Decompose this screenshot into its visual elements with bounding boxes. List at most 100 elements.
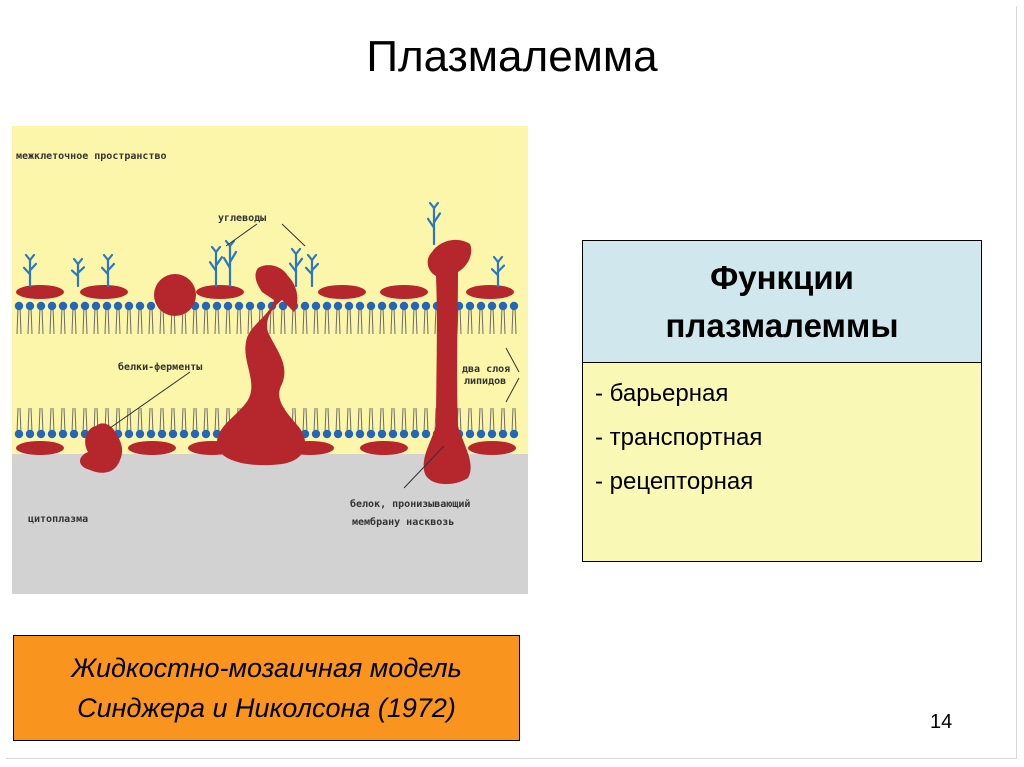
lipid-head [421, 429, 431, 439]
carbohydrate-branch [214, 245, 222, 254]
carbohydrate-branch [228, 250, 238, 264]
carbohydrate-branch [432, 212, 442, 224]
lipid-tail [225, 306, 228, 335]
carbohydrate-branch [490, 268, 500, 277]
lipid-tail [415, 306, 418, 335]
lipid-tail [302, 306, 305, 335]
enzyme-protein [80, 423, 123, 473]
lipid-tail [137, 407, 140, 434]
lipid-tail [294, 306, 297, 335]
lipid-head [157, 429, 167, 439]
lipid-tail [305, 306, 308, 335]
lipid-tail [82, 306, 85, 335]
label-lipid-layers-2: липидов [464, 376, 506, 387]
lipid-tail [115, 407, 118, 434]
lipid-head [234, 301, 244, 311]
lipid-head [388, 301, 398, 311]
lipid-head [25, 301, 35, 311]
lipid-tail [327, 407, 330, 434]
lipid-tail [137, 306, 140, 335]
carbohydrate-branch [28, 262, 38, 272]
lipid-head [355, 301, 365, 311]
lipid-tail [511, 407, 514, 434]
lipid-tail [503, 407, 506, 434]
lipid-tail [126, 306, 129, 335]
lipid-tail [357, 306, 360, 335]
lipid-tail [184, 407, 187, 434]
lipid-tail [60, 407, 63, 434]
carbohydrate-branch [426, 217, 436, 229]
lipid-tail [126, 407, 129, 434]
lipid-head [410, 301, 420, 311]
lipid-head [36, 429, 46, 439]
lipid-head [509, 429, 519, 439]
lipid-tail [151, 306, 154, 335]
lipid-tail [74, 306, 77, 335]
lipid-tail [115, 306, 118, 335]
lipid-head [322, 301, 332, 311]
lipid-tail [360, 306, 363, 335]
lipid-head [388, 429, 398, 439]
label-transmembrane-protein-2: мембрану насквозь [352, 516, 454, 528]
lipid-tail [514, 407, 517, 434]
lipid-tail [349, 407, 352, 434]
lipid-tail [423, 306, 426, 335]
carbohydrate-chain [22, 253, 38, 288]
lipid-head [135, 429, 145, 439]
lipid-tail [470, 306, 473, 335]
lipid-head [377, 429, 387, 439]
lipid-tail [170, 407, 173, 434]
lipid-tail [393, 306, 396, 335]
lipid-head [311, 301, 321, 311]
lipid-tail [206, 306, 209, 335]
functions-table-header: Функции плазмалеммы [583, 241, 981, 363]
lipid-tail [467, 407, 470, 434]
lipid-tail [390, 306, 393, 335]
carbohydrate-chain [100, 253, 116, 288]
lipid-head [311, 429, 321, 439]
lipid-tail [206, 407, 209, 434]
label-carbohydrates: углеводы [218, 213, 266, 224]
lipid-tail [192, 407, 195, 434]
membrane-diagram: межклеточное пространство углеводы белки… [12, 126, 528, 594]
lipid-tail [489, 407, 492, 434]
lipid-tail [19, 306, 22, 335]
lipid-tail [492, 306, 495, 335]
lipid-tail [478, 407, 481, 434]
lipid-tail [93, 306, 96, 335]
lipid-tail [27, 306, 30, 335]
lipid-tail [181, 407, 184, 434]
lipid-tail [382, 306, 385, 335]
lipid-head [58, 429, 68, 439]
lipid-head [14, 429, 24, 439]
lipid-tail [291, 306, 294, 335]
lipid-head [223, 301, 233, 311]
carbohydrate-chain [222, 239, 238, 288]
lipid-tail [492, 407, 495, 434]
slide-frame [6, 6, 1017, 759]
lipid-tail [148, 407, 151, 434]
carbohydrate-branch [288, 262, 298, 273]
lipid-head [278, 301, 288, 311]
carbohydrate-branch [432, 201, 440, 210]
lipid-tail [107, 306, 110, 335]
caption-line2: Синджера и Николсона (1972) [77, 693, 456, 723]
surface-protein-outer [16, 285, 64, 299]
lipid-head [366, 429, 376, 439]
lipid-tail [247, 306, 250, 335]
carbohydrate-branch [106, 262, 116, 272]
lipid-head [113, 301, 123, 311]
lipid-tail [327, 306, 330, 335]
lipid-tail [283, 306, 286, 335]
surface-protein-outer [80, 285, 128, 299]
carbohydrate-branch [76, 257, 84, 266]
lipid-head [190, 429, 200, 439]
lipid-tail [195, 407, 198, 434]
lipid-tail [514, 306, 517, 335]
lipid-tail [41, 407, 44, 434]
lipid-head [476, 301, 486, 311]
surface-protein-inner [360, 441, 408, 455]
carbohydrate-chain [490, 255, 506, 288]
carbohydrates [22, 201, 506, 288]
lipid-tail [71, 407, 74, 434]
